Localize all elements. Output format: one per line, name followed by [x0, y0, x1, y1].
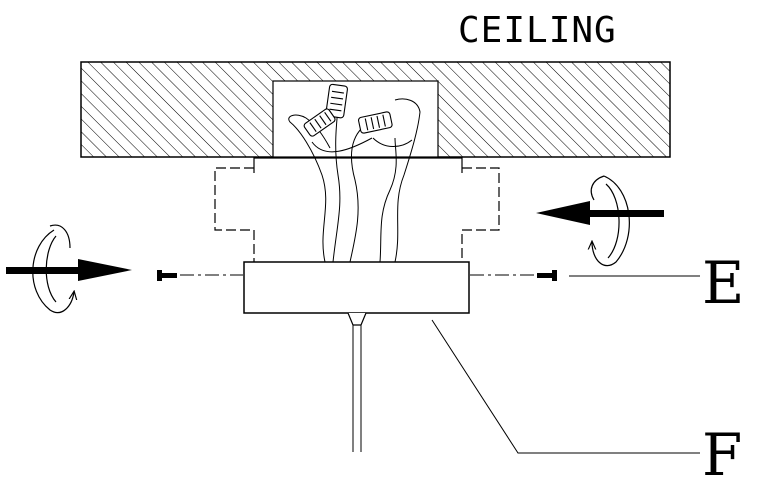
direction-arrow-icon	[536, 201, 664, 225]
ceiling-slab	[80, 61, 671, 158]
mounting-bracket	[253, 157, 463, 173]
screw-icon	[157, 270, 177, 281]
direction-arrow-icon	[6, 259, 132, 281]
canopy-cover	[243, 261, 470, 314]
wire-connector-icon	[303, 83, 393, 137]
wires	[288, 98, 421, 263]
callout-e-label: E	[702, 249, 744, 317]
junction-box	[272, 80, 439, 158]
canopy	[214, 167, 500, 262]
rotate-arrow-icon	[32, 224, 74, 314]
screw-icon	[537, 270, 557, 281]
ceiling-label: CEILING	[458, 10, 617, 51]
pendant-cable	[347, 312, 367, 452]
callout-leader-f	[431, 319, 700, 454]
rotate-arrow-icon	[591, 175, 630, 267]
callout-f-label: F	[702, 421, 742, 482]
